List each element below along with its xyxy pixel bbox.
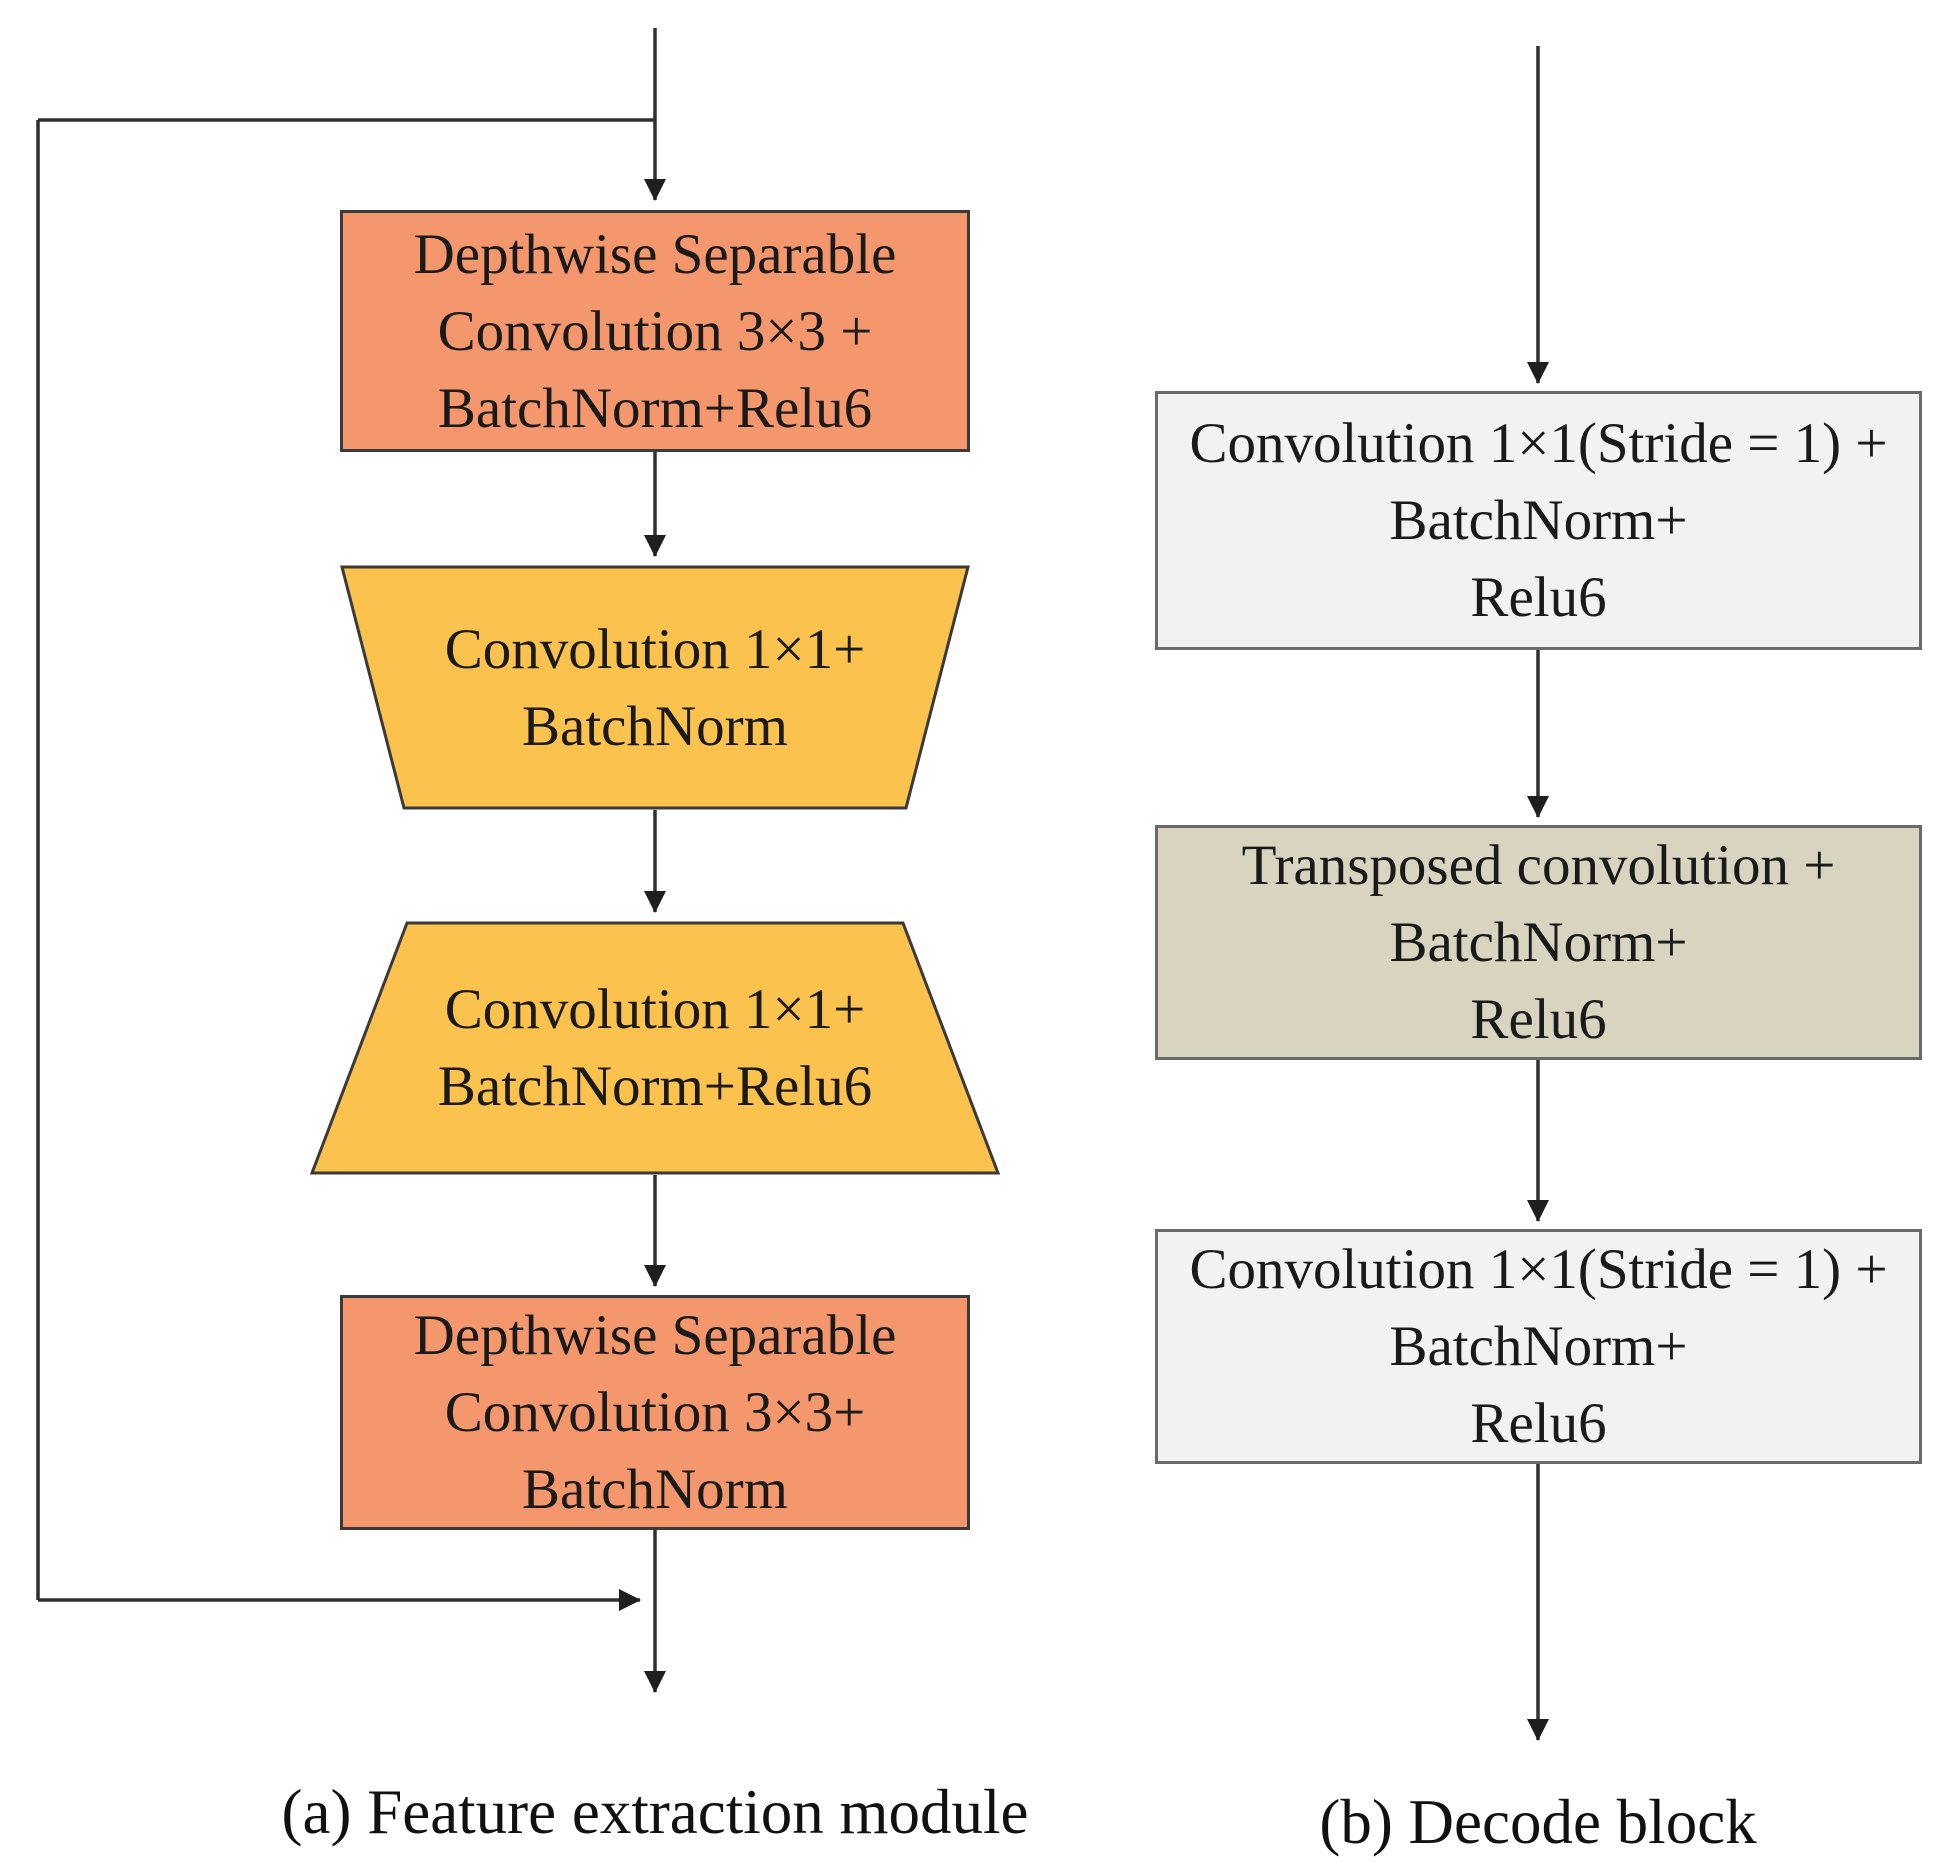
node-text-line: Convolution 1×1(Stride = 1) + xyxy=(1189,412,1888,475)
node-transposed-convolution: Transposed convolution + BatchNorm+ Relu… xyxy=(1155,825,1922,1060)
node-text-line: BatchNorm xyxy=(522,1458,788,1521)
node-text-line: BatchNorm+ xyxy=(1389,489,1688,552)
node-text-line: Relu6 xyxy=(1470,566,1607,629)
node-text-line: Relu6 xyxy=(1470,1392,1607,1455)
node-text-line: Convolution 3×3 + xyxy=(437,299,873,363)
node-conv1x1-batchnorm: Convolution 1×1+ BatchNorm xyxy=(340,565,970,810)
node-conv1x1-batchnorm-relu6: Convolution 1×1+ BatchNorm+Relu6 xyxy=(310,921,1000,1175)
trapezoid-shape xyxy=(310,921,1000,1175)
node-depthwise-separable-conv-batchnorm: Depthwise Separable Convolution 3×3+ Bat… xyxy=(340,1295,970,1530)
caption-feature-extraction-module: (a) Feature extraction module xyxy=(281,1777,1029,1847)
node-depthwise-separable-conv-relu6: Depthwise Separable Convolution 3×3 + Ba… xyxy=(340,210,970,452)
node-text-line: Convolution 1×1(Stride = 1) + xyxy=(1189,1238,1888,1301)
node-conv1x1-stride1-top: Convolution 1×1(Stride = 1) + BatchNorm+… xyxy=(1155,391,1922,650)
node-text-line: BatchNorm+ xyxy=(1389,1315,1688,1378)
node-text-line: Convolution 3×3+ xyxy=(444,1381,866,1444)
node-text: Convolution 1×1+ BatchNorm xyxy=(445,611,866,765)
caption-decode-block: (b) Decode block xyxy=(1319,1787,1757,1857)
node-text-line: Transposed convolution + xyxy=(1241,834,1836,897)
node-text-line: BatchNorm+Relu6 xyxy=(437,376,873,440)
node-text-line: Depthwise Separable xyxy=(413,222,897,286)
node-conv1x1-stride1-bottom: Convolution 1×1(Stride = 1) + BatchNorm+… xyxy=(1155,1229,1922,1464)
node-text-line: Convolution 1×1+ xyxy=(444,978,866,1041)
node-text-line: BatchNorm xyxy=(522,694,788,758)
node-text-line: Depthwise Separable xyxy=(413,1304,897,1367)
trapezoid-shape xyxy=(340,565,970,810)
node-text-line: Relu6 xyxy=(1470,988,1607,1051)
node-text-line: BatchNorm+Relu6 xyxy=(437,1055,873,1118)
node-text-line: Convolution 1×1+ xyxy=(444,617,866,681)
node-text-line: BatchNorm+ xyxy=(1389,911,1688,974)
node-text: Convolution 1×1+ BatchNorm+Relu6 xyxy=(438,971,872,1125)
